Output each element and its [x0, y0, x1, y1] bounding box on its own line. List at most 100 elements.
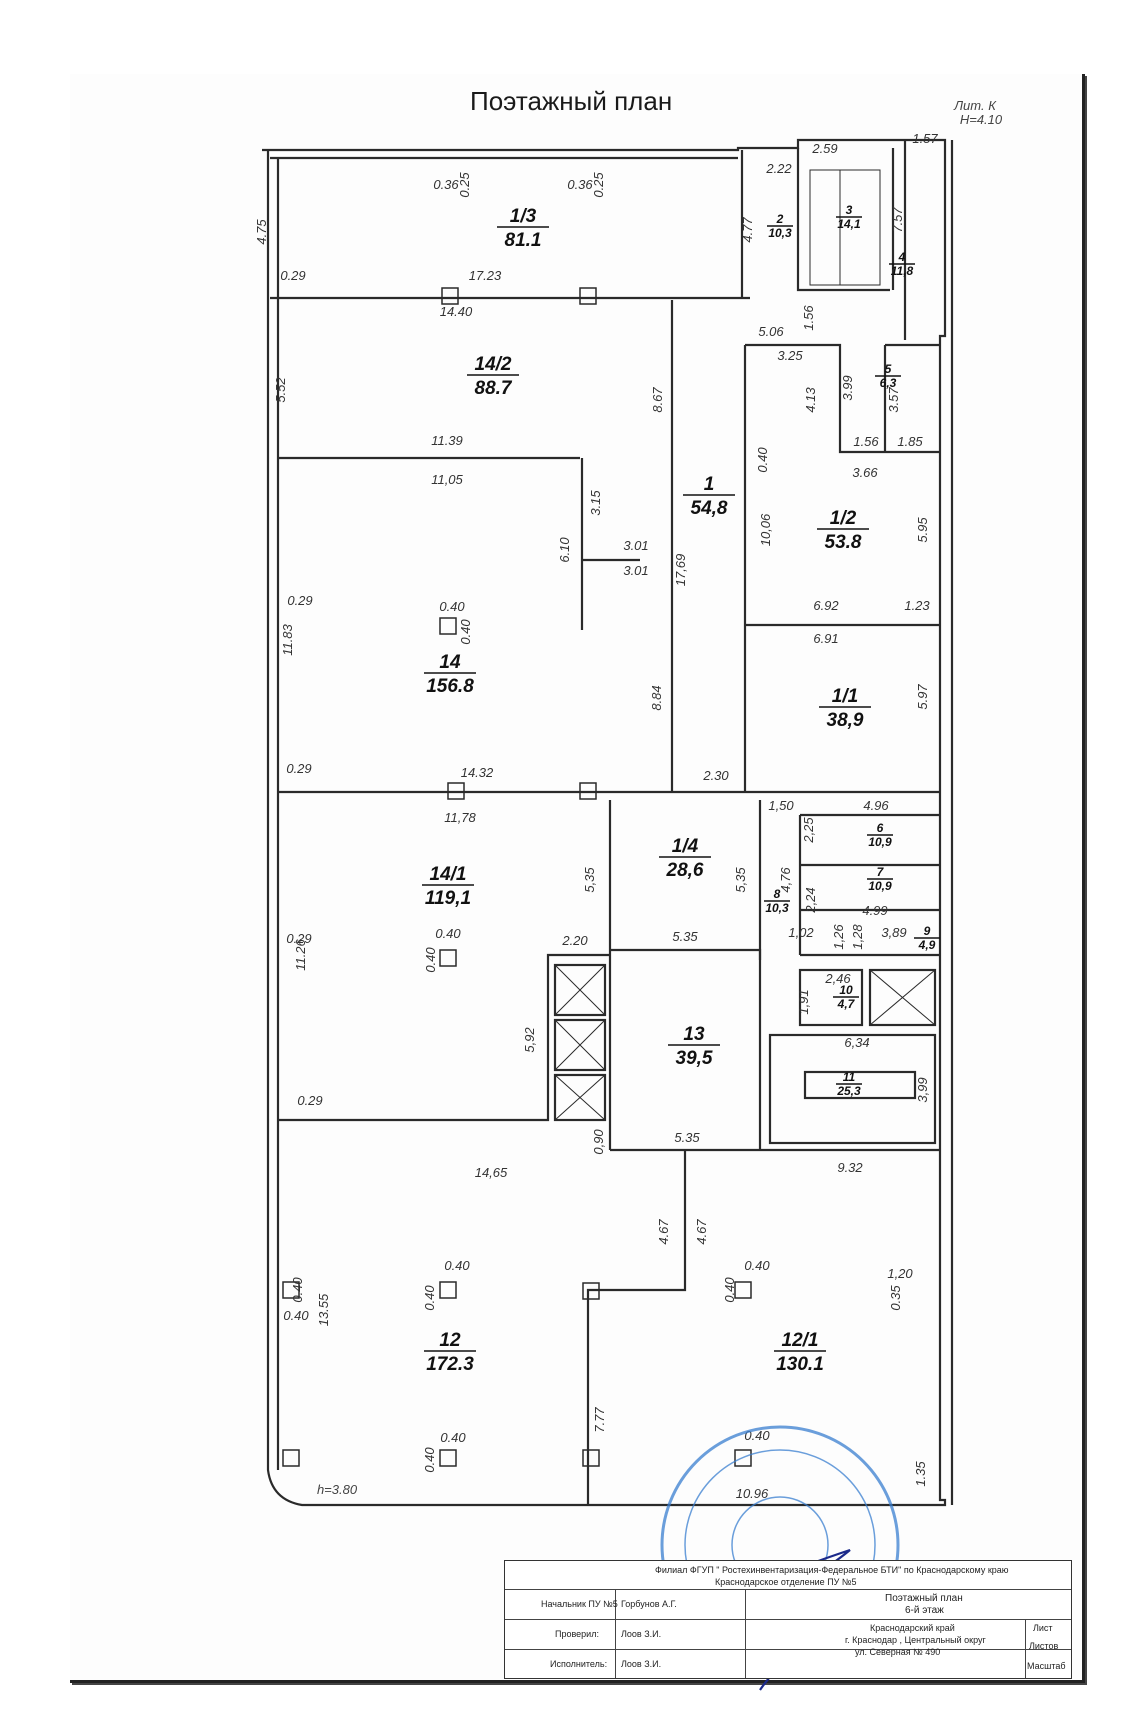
room-area: 88.7	[475, 378, 513, 399]
dimension-label: 11,05	[431, 472, 463, 487]
room-id: 4	[898, 250, 906, 264]
sheet-title-2: 6-й этаж	[905, 1605, 944, 1616]
room-area: 10,9	[868, 835, 892, 849]
column	[734, 1281, 752, 1299]
wall-h-18	[278, 953, 610, 1122]
dimension-label: 6.91	[813, 631, 838, 646]
room-area: 28,6	[666, 860, 704, 881]
dimension-label: 7.57	[890, 207, 905, 233]
stair-11	[768, 1033, 937, 1145]
column	[582, 1449, 600, 1467]
room-area: 53.8	[825, 532, 862, 553]
column	[439, 1281, 457, 1299]
room-id: 14	[439, 652, 461, 673]
dimension-label: 3.25	[777, 348, 803, 363]
dimension-label: 3.01	[623, 538, 648, 553]
dimension-label: 8.84	[649, 685, 664, 710]
dimension-label: 1,20	[887, 1266, 913, 1281]
column	[282, 1281, 300, 1299]
dimension-label: 3.57	[886, 387, 901, 413]
dimension-label: 4.96	[863, 798, 889, 813]
column	[439, 1449, 457, 1467]
room-id: 12/1	[782, 1330, 819, 1351]
col-sheet: Лист	[1033, 1623, 1053, 1633]
outer-wall	[262, 138, 947, 1507]
lift-2	[553, 1018, 607, 1072]
dimension-label: 5,35	[582, 867, 597, 893]
dimension-label: 3.01	[623, 563, 648, 578]
room-area: 14,1	[837, 217, 861, 231]
room-area: 81.1	[505, 230, 542, 251]
room-id: 5	[885, 362, 892, 376]
dimension-label: 1.56	[801, 305, 816, 331]
dimension-label: 11.39	[431, 433, 463, 448]
wall-h-16	[800, 813, 940, 957]
dimension-label: 2,24	[803, 887, 818, 913]
address-3: ул. Северная № 490	[855, 1647, 941, 1657]
dimension-label: 2,25	[801, 817, 816, 844]
dimension-label: 5.35	[674, 1130, 700, 1145]
name-3: Лоов З.И.	[621, 1659, 662, 1669]
dimension-label: 1.35	[913, 1461, 928, 1487]
room-id: 7	[877, 865, 885, 879]
plan-sheet	[70, 74, 1085, 1683]
dimension-label: 0.40	[444, 1258, 470, 1273]
columns	[282, 287, 752, 1467]
room-id: 9	[924, 924, 931, 938]
dimension-label: 0.40	[290, 1277, 305, 1303]
dimension-label: 0.40	[422, 1285, 437, 1311]
lift-1	[553, 963, 607, 1017]
room-area: 119,1	[425, 888, 471, 909]
dimension-label: 4.67	[656, 1219, 671, 1245]
dimension-label: 11.83	[280, 623, 295, 655]
dimension-label: 0,90	[591, 1129, 606, 1155]
dimension-label: 14,65	[475, 1165, 508, 1180]
dimension-label: 10.96	[736, 1486, 769, 1501]
dimension-label: 0.29	[286, 761, 311, 776]
dimension-label: 4.13	[803, 387, 818, 413]
title-text: Поэтажный план	[470, 86, 673, 116]
wall-h-7	[745, 343, 940, 454]
column	[441, 287, 459, 305]
column	[447, 782, 465, 800]
room-id: 13	[683, 1024, 705, 1045]
dimension-label: 0.40	[722, 1277, 737, 1303]
room-id: 1/1	[832, 686, 858, 707]
dimension-label: 11,78	[444, 810, 476, 825]
dimension-label: 2.22	[765, 161, 792, 176]
dimension-label: 1,26	[831, 924, 846, 950]
role-1: Начальник ПУ №5	[541, 1599, 618, 1609]
height-note: H=4.10	[960, 112, 1003, 127]
room-id: 1/2	[830, 508, 857, 529]
dimension-label: 0.29	[297, 1093, 322, 1108]
room-area: 172.3	[426, 1354, 474, 1375]
dimension-label: 7.77	[592, 1407, 607, 1433]
column	[439, 617, 457, 635]
room-id: 11	[843, 1070, 856, 1084]
dimension-label: 17.23	[469, 268, 502, 283]
dimension-label: 6.10	[557, 537, 572, 563]
dimension-label: 1.23	[904, 598, 930, 613]
dimension-label: 3.15	[588, 490, 603, 516]
room-area: 11,8	[891, 264, 914, 278]
dimension-label: 1.85	[897, 434, 923, 449]
title-block: Филиал ФГУП " Ростехинвентаризация-Федер…	[504, 1560, 1072, 1679]
dimension-label: 8.67	[650, 387, 665, 413]
column	[439, 949, 457, 967]
role-2: Проверил:	[555, 1629, 599, 1639]
lift-3	[553, 1073, 607, 1122]
dimension-label: 0.40	[422, 1447, 437, 1473]
lift-x	[554, 964, 936, 1121]
dimension-label: 14.32	[461, 765, 494, 780]
dimension-label: 11.26	[293, 938, 308, 970]
dimension-label: 5.35	[672, 929, 698, 944]
wall-h-15	[610, 948, 762, 1150]
dimension-label: 5.52	[273, 377, 288, 403]
room-area: 4,9	[918, 938, 936, 952]
dimension-label: 0.29	[286, 931, 311, 946]
dimension-label: 4.67	[694, 1219, 709, 1245]
dimension-label: 2.20	[561, 933, 588, 948]
column	[734, 1449, 752, 1467]
dimension-label: 13.55	[316, 1293, 331, 1326]
